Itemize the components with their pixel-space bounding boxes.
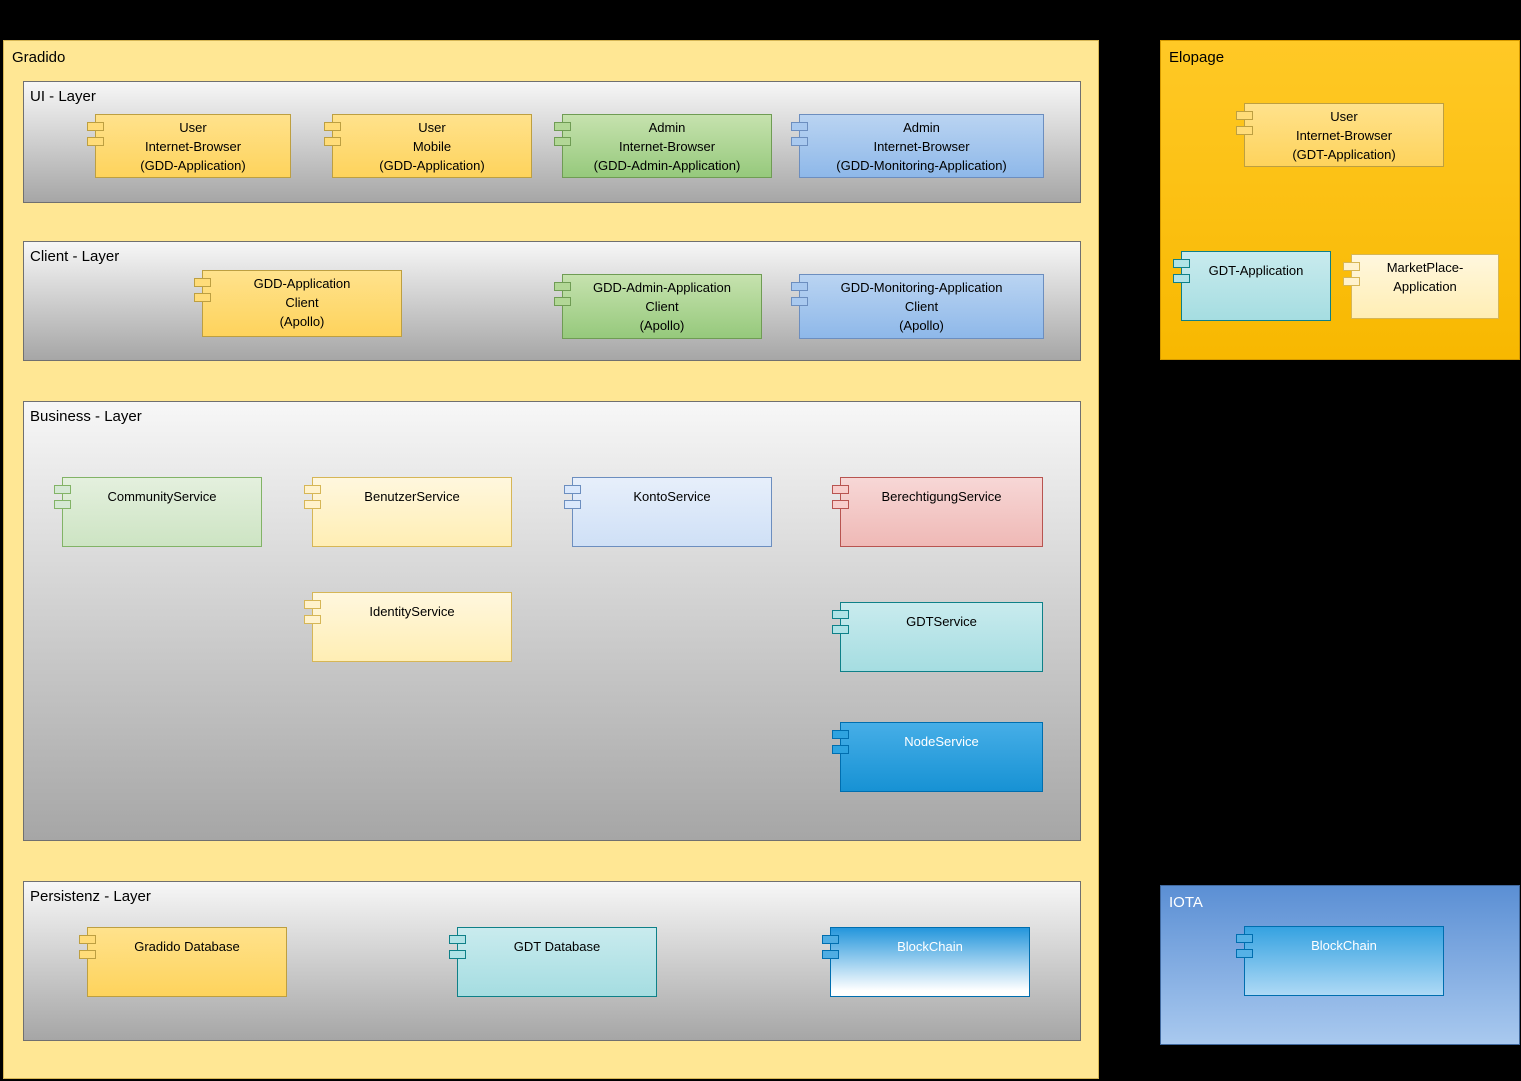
component-benutzer-service[interactable]: BenutzerService: [304, 477, 512, 547]
component-admin-internet-browser-gdd-monitoring[interactable]: Admin Internet-Browser (GDD-Monitoring-A…: [791, 114, 1044, 178]
component-label: GDD-Admin-Application Client (Apollo): [593, 280, 731, 333]
component-port-icon: [791, 137, 808, 146]
component-port-icon: [791, 122, 808, 131]
component-blockchain-iota[interactable]: BlockChain: [1236, 926, 1444, 996]
component-label: BlockChain: [897, 939, 963, 954]
component-port-icon: [194, 278, 211, 287]
component-port-icon: [554, 282, 571, 291]
client-layer[interactable]: Client - Layer GDD-Application Client (A…: [23, 241, 1081, 361]
elopage-title: Elopage: [1169, 49, 1225, 66]
persistenz-layer[interactable]: Persistenz - Layer Gradido Database GDT …: [23, 881, 1081, 1041]
component-label: Gradido Database: [134, 939, 240, 954]
component-label: KontoService: [633, 489, 711, 504]
gradido-container[interactable]: Gradido UI - Layer User Internet-Browser…: [3, 40, 1099, 1079]
component-port-icon: [304, 600, 321, 609]
component-community-service[interactable]: CommunityService: [54, 477, 262, 547]
component-gdd-monitoring-application-client[interactable]: GDD-Monitoring-Application Client (Apoll…: [791, 274, 1044, 339]
business-layer-title: Business - Layer: [30, 408, 142, 425]
component-marketplace-application[interactable]: MarketPlace- Application: [1343, 254, 1499, 319]
component-gdt-service[interactable]: GDTService: [832, 602, 1043, 672]
component-port-icon: [304, 615, 321, 624]
component-port-icon: [791, 282, 808, 291]
component-konto-service[interactable]: KontoService: [564, 477, 772, 547]
ui-layer-title: UI - Layer: [30, 88, 96, 105]
component-user-internet-browser-gdd[interactable]: User Internet-Browser (GDD-Application): [87, 114, 291, 178]
component-port-icon: [87, 137, 104, 146]
gradido-title: Gradido: [12, 49, 66, 66]
component-label: Admin Internet-Browser (GDD-Monitoring-A…: [836, 120, 1007, 173]
component-port-icon: [449, 935, 466, 944]
component-port-icon: [87, 122, 104, 131]
component-port-icon: [832, 730, 849, 739]
component-port-icon: [1343, 277, 1360, 286]
component-port-icon: [304, 500, 321, 509]
component-port-icon: [832, 500, 849, 509]
component-label: BlockChain: [1311, 938, 1377, 953]
component-port-icon: [791, 297, 808, 306]
component-identity-service[interactable]: IdentityService: [304, 592, 512, 662]
component-port-icon: [832, 610, 849, 619]
component-label: BerechtigungService: [881, 489, 1002, 504]
component-port-icon: [1236, 949, 1253, 958]
component-blockchain-persistenz[interactable]: BlockChain: [822, 927, 1030, 997]
component-port-icon: [1343, 262, 1360, 271]
component-label: GDD-Application Client (Apollo): [253, 276, 351, 329]
component-port-icon: [324, 122, 341, 131]
component-port-icon: [1173, 274, 1190, 283]
component-user-internet-browser-gdt[interactable]: User Internet-Browser (GDT-Application): [1236, 103, 1444, 167]
component-port-icon: [79, 935, 96, 944]
iota-container[interactable]: IOTA BlockChain: [1160, 885, 1520, 1045]
component-port-icon: [832, 745, 849, 754]
component-user-mobile[interactable]: User Mobile (GDD-Application): [324, 114, 532, 178]
ui-layer[interactable]: UI - Layer User Internet-Browser (GDD-Ap…: [23, 81, 1081, 203]
component-port-icon: [1236, 126, 1253, 135]
component-label: User Internet-Browser (GDD-Application): [140, 120, 246, 173]
component-port-icon: [54, 500, 71, 509]
persistenz-layer-title: Persistenz - Layer: [30, 888, 151, 905]
component-port-icon: [822, 935, 839, 944]
component-port-icon: [1236, 934, 1253, 943]
component-port-icon: [79, 950, 96, 959]
component-port-icon: [554, 297, 571, 306]
component-label: NodeService: [904, 734, 979, 749]
component-label: Admin Internet-Browser (GDD-Admin-Applic…: [593, 120, 741, 173]
component-port-icon: [324, 137, 341, 146]
component-port-icon: [194, 293, 211, 302]
component-berechtigung-service[interactable]: BerechtigungService: [832, 477, 1043, 547]
component-port-icon: [564, 485, 581, 494]
component-node-service[interactable]: NodeService: [832, 722, 1043, 792]
component-port-icon: [832, 625, 849, 634]
component-label: GDT Database: [513, 939, 601, 954]
component-gdd-application-client[interactable]: GDD-Application Client (Apollo): [194, 270, 402, 337]
elopage-container[interactable]: Elopage User Internet-Browser (GDT-Appli…: [1160, 40, 1520, 360]
client-layer-title: Client - Layer: [30, 248, 120, 265]
component-gdd-admin-application-client[interactable]: GDD-Admin-Application Client (Apollo): [554, 274, 762, 339]
iota-title: IOTA: [1169, 894, 1203, 911]
component-port-icon: [832, 485, 849, 494]
component-gdt-database[interactable]: GDT Database: [449, 927, 657, 997]
business-layer[interactable]: Business - Layer CommunityService Benutz…: [23, 401, 1081, 841]
component-label: MarketPlace- Application: [1386, 260, 1464, 294]
component-label: GDD-Monitoring-Application Client (Apoll…: [840, 280, 1003, 333]
component-port-icon: [1236, 111, 1253, 120]
component-gradido-database[interactable]: Gradido Database: [79, 927, 287, 997]
component-gdt-application[interactable]: GDT-Application: [1173, 251, 1331, 321]
component-label: BenutzerService: [364, 489, 460, 504]
component-port-icon: [304, 485, 321, 494]
component-label: IdentityService: [369, 604, 455, 619]
component-port-icon: [1173, 259, 1190, 268]
component-admin-internet-browser-gdd-admin[interactable]: Admin Internet-Browser (GDD-Admin-Applic…: [554, 114, 772, 178]
component-port-icon: [822, 950, 839, 959]
component-port-icon: [554, 122, 571, 131]
component-port-icon: [54, 485, 71, 494]
component-label: User Internet-Browser (GDT-Application): [1292, 109, 1396, 162]
component-label: GDTService: [906, 614, 977, 629]
component-port-icon: [449, 950, 466, 959]
component-label: User Mobile (GDD-Application): [379, 120, 485, 173]
component-label: CommunityService: [107, 489, 217, 504]
component-port-icon: [564, 500, 581, 509]
component-port-icon: [554, 137, 571, 146]
component-label: GDT-Application: [1208, 263, 1304, 278]
